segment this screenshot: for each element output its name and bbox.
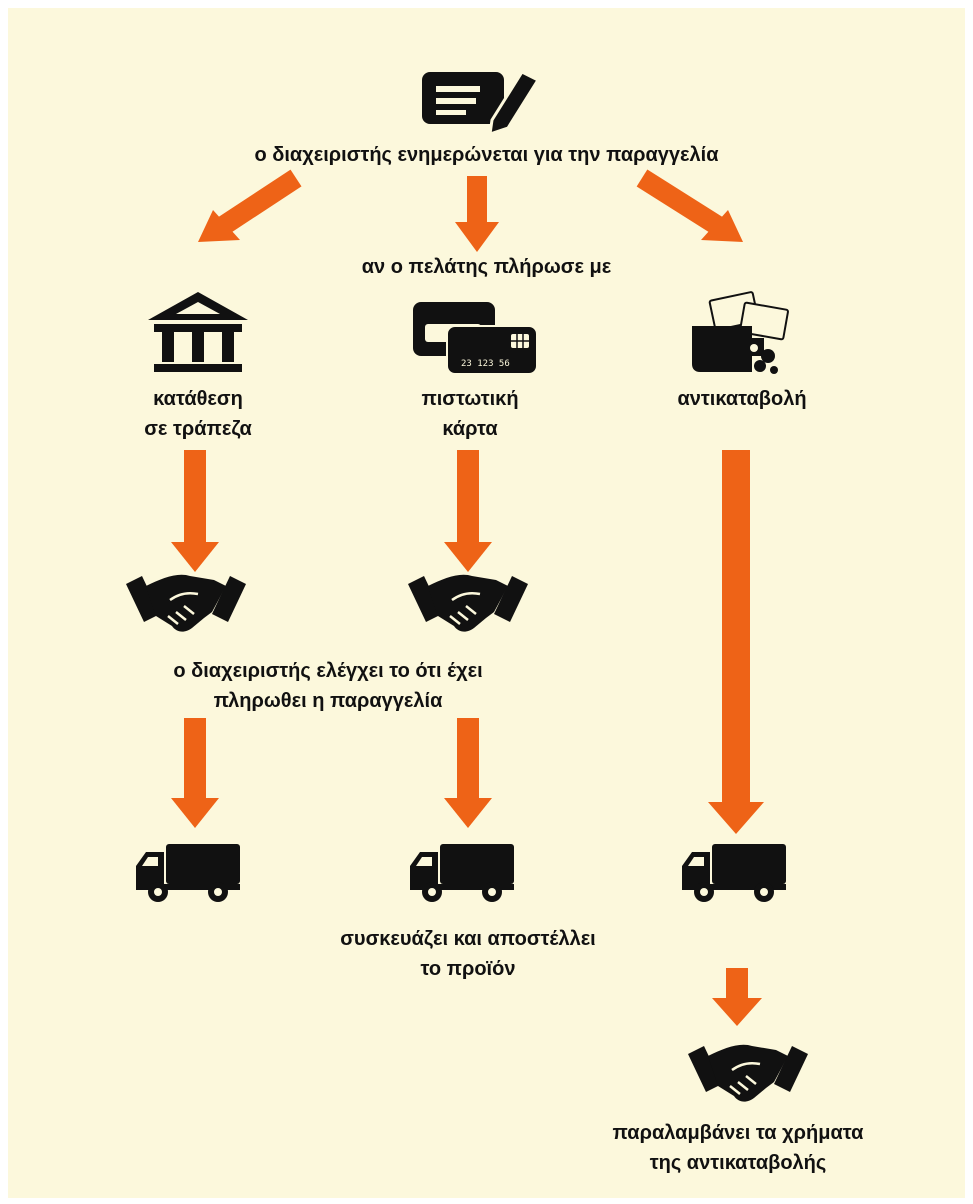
arrow-bank-to-verify	[171, 450, 219, 572]
delivery-truck-icon	[682, 844, 786, 902]
wallet-cash-icon	[692, 291, 789, 374]
delivery-truck-icon	[410, 844, 514, 902]
card-label-line: κάρτα	[442, 418, 498, 440]
ship-label: συσκευάζει και αποστέλλει το προϊόν	[268, 924, 668, 984]
bank-label-line: σε τράπεζα	[144, 418, 252, 440]
order-form-pen-icon	[422, 70, 541, 137]
cod-label-line: αντικαταβολή	[677, 388, 807, 410]
arrow-top-left	[198, 169, 302, 242]
arrow-verify-to-truck-center	[444, 718, 492, 828]
ship-label-line: το προϊόν	[420, 958, 516, 980]
arrow-top-right	[636, 169, 743, 242]
bank-icon	[148, 292, 248, 372]
flow-graphics: 23 123 56	[124, 70, 810, 1103]
top-label: ο διαχειριστής ενημερώνεται για την παρα…	[8, 140, 965, 170]
condition-label: αν ο πελάτης πλήρωσε με	[8, 252, 965, 282]
arrow-truck-to-collect	[712, 968, 762, 1026]
verify-label: ο διαχειριστής ελέγχει το ότι έχει πληρω…	[48, 656, 608, 716]
credit-card-icon: 23 123 56	[413, 302, 538, 375]
bank-label-line: κατάθεση	[153, 388, 243, 410]
handshake-icon	[406, 573, 530, 633]
bank-label: κατάθεση σε τράπεζα	[98, 384, 298, 444]
verify-label-line: πληρωθει η παραγγελία	[213, 690, 443, 712]
cod-label: αντικαταβολή	[632, 384, 852, 414]
collect-label-line: της αντικαταβολής	[649, 1152, 827, 1174]
arrow-cod-to-truck	[708, 450, 764, 834]
verify-label-line: ο διαχειριστής ελέγχει το ότι έχει	[173, 660, 483, 682]
arrow-card-to-verify	[444, 450, 492, 572]
arrow-verify-to-truck-left	[171, 718, 219, 828]
card-number: 23 123 56	[461, 359, 510, 369]
collect-label: παραλαμβάνει τα χρήματα της αντικαταβολή…	[568, 1118, 908, 1178]
arrow-top-center	[455, 176, 499, 252]
card-label: πιστωτική κάρτα	[370, 384, 570, 444]
ship-label-line: συσκευάζει και αποστέλλει	[340, 928, 596, 950]
handshake-icon	[686, 1043, 810, 1103]
collect-label-line: παραλαμβάνει τα χρήματα	[612, 1122, 864, 1144]
top-label-text: ο διαχειριστής ενημερώνεται για την παρα…	[254, 144, 719, 166]
handshake-icon	[124, 573, 248, 633]
flowchart: 23 123 56	[8, 8, 965, 1198]
card-label-line: πιστωτική	[421, 388, 519, 410]
delivery-truck-icon	[136, 844, 240, 902]
condition-label-text: αν ο πελάτης πλήρωσε με	[361, 256, 612, 278]
